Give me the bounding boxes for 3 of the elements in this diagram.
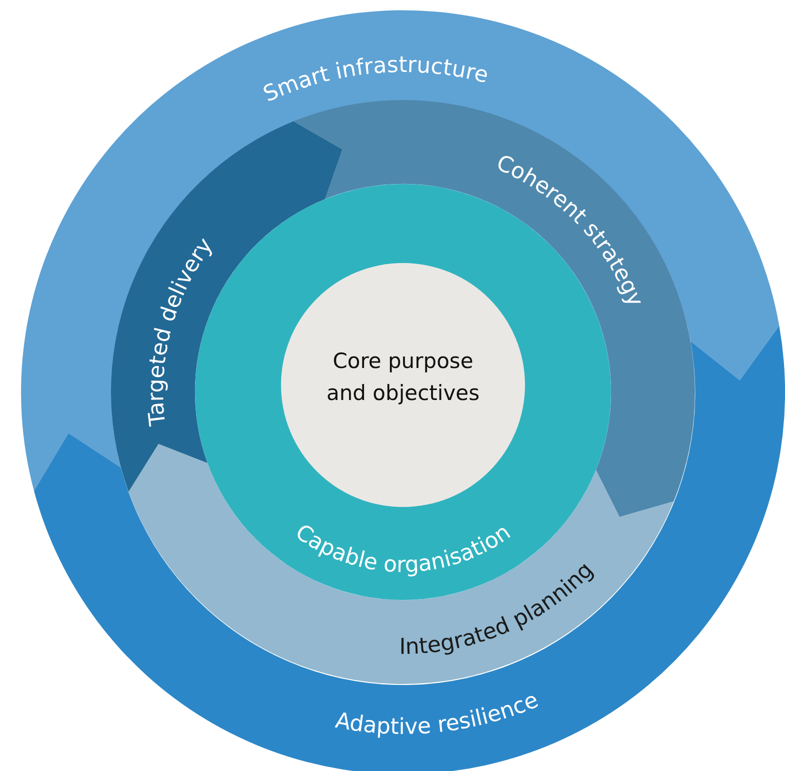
center-label: Core purpose and objectives <box>325 348 481 407</box>
ring-label: Smart infrastructure <box>260 53 491 108</box>
ring-label: Adaptive resilience <box>333 688 542 740</box>
